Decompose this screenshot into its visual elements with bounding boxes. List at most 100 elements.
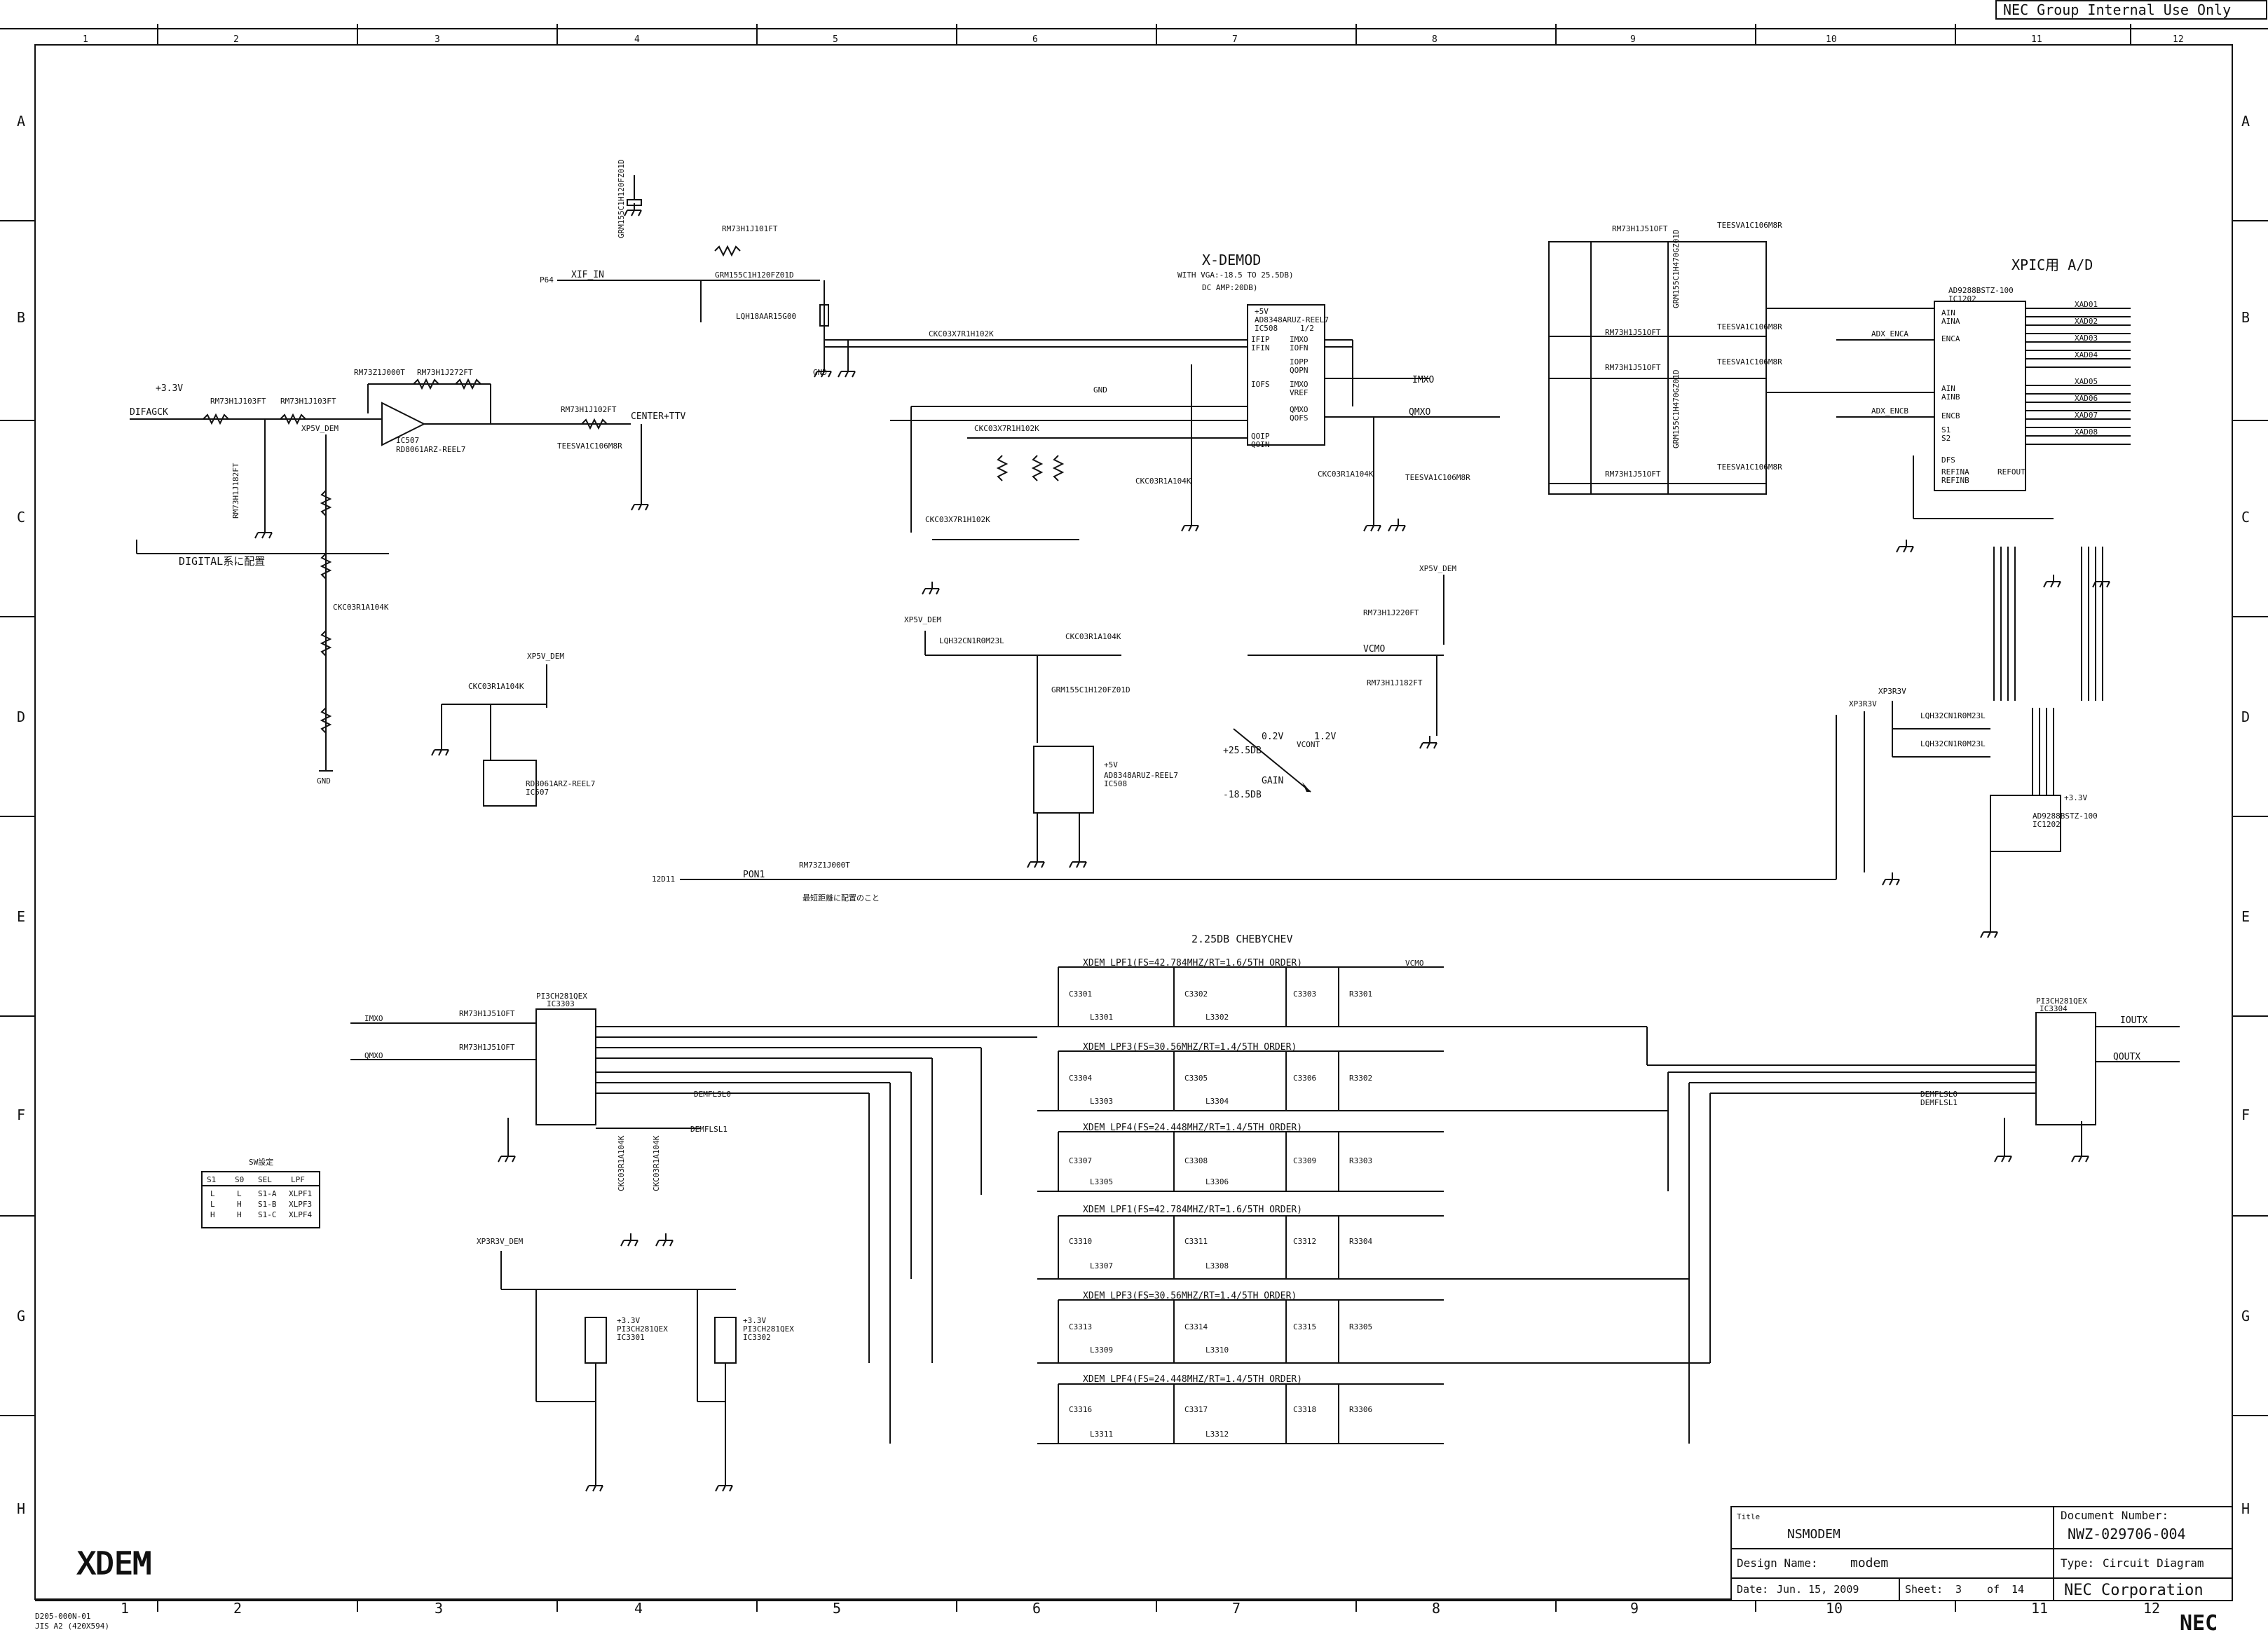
res-rs14: RM73H1J182FT — [231, 463, 240, 519]
digital-note: DIGITAL系に配置 — [179, 555, 265, 568]
pon1-prefix: 12D11 — [652, 875, 675, 884]
gain-max: +25.5DB — [1223, 746, 1262, 756]
grid-row-a-right: A — [2241, 113, 2250, 130]
ic3301-part: PI3CH281QEX — [617, 1324, 668, 1334]
grid-row-g-right: G — [2241, 1308, 2250, 1324]
ground-symbol — [838, 364, 856, 378]
ic3302-ref: IC3302 — [743, 1333, 771, 1342]
net-xad06: XAD06 — [2075, 394, 2098, 403]
tb-type-label: Type: — [2061, 1556, 2094, 1570]
ic3302-part: PI3CH281QEX — [743, 1324, 794, 1334]
grid-col-bottom-2: 2 — [233, 1600, 242, 1617]
ind-l3311: L3311 — [1090, 1430, 1113, 1439]
ground-symbol — [1994, 1149, 2012, 1163]
adc-ref: IC1202 — [1948, 294, 1976, 303]
xdemod-sub2: DC AMP:20DB) — [1202, 283, 1257, 292]
adc-pin-aina: AINA — [1941, 317, 1960, 326]
ground-symbol — [655, 1233, 674, 1247]
grid-row-h-right: H — [2241, 1500, 2250, 1517]
sw-r1-lpf: XLPF1 — [289, 1189, 312, 1198]
grid-row-d-right: D — [2241, 708, 2250, 725]
tb-sheet-value: 3 — [1955, 1583, 1962, 1596]
adc-pin-ainb: AINB — [1941, 392, 1960, 402]
mux-ic3303-ref: IC3303 — [547, 999, 575, 1008]
drawing-border — [34, 44, 2233, 1600]
filter-matrix: 2.25DB CHEBYCHEV XDEM LPF1(FS=42.784MHZ/… — [596, 933, 2036, 1444]
net-xad02: XAD02 — [2075, 317, 2098, 326]
ground-symbol — [1882, 872, 1900, 886]
adc-pin-refout: REFOUT — [1997, 467, 2026, 477]
grid-col-labels-top: 1 2 3 4 5 6 7 8 9 10 11 12 — [83, 34, 2184, 45]
title-block-frame — [1730, 1506, 2233, 1601]
gnd-1: GND — [317, 776, 331, 786]
res-r3305: R3305 — [1349, 1322, 1372, 1331]
lpf-row-2-title: XDEM LPF3(FS=30.56MHZ/RT=1.4/5TH ORDER) — [1083, 1042, 1297, 1053]
cap-c505: CKC03R1A104K — [333, 603, 389, 612]
grid-col-4: 4 — [634, 34, 640, 45]
grid-col-bottom-8: 8 — [1432, 1600, 1440, 1617]
net-demflsl1-b: DEMFLSL1 — [1920, 1098, 1958, 1107]
input-section: DIFAGCK +3.3V RM73H1J103FT RM73H1J103FT … — [130, 368, 631, 786]
sw-th-sel: SEL — [258, 1175, 272, 1184]
grid-row-h: H — [17, 1500, 25, 1517]
grid-col-bottom-3: 3 — [435, 1600, 443, 1617]
adc2-vcc: +3.3V — [2064, 793, 2087, 802]
ic-ad8348-ic508 — [1247, 304, 1325, 446]
pin-iopp: IOPP — [1290, 357, 1309, 367]
ground-symbol — [1419, 736, 1437, 749]
gain-vcont: VCONT — [1297, 740, 1320, 749]
net-qmxo-out: QMXO — [1409, 407, 1430, 418]
cap-c3314: C3314 — [1184, 1322, 1208, 1331]
rail-xp3r3v-b: XP3R3V — [1878, 687, 1906, 696]
tb-doc-value: NWZ-029706-004 — [2068, 1526, 2186, 1542]
cap-c564: TEESVA1C106M8R — [1717, 221, 1782, 230]
bottom-mux-section: XP3R3V_DEM +3.3V PI3CH281QEX IC3301 +3.3… — [477, 1237, 794, 1479]
tb-design-label: Design Name: — [1737, 1556, 1818, 1570]
pin-ifip: IFIP — [1251, 335, 1270, 344]
lpf1-vcmo: VCMO — [1405, 959, 1424, 968]
cap-c568: GRM155C1H470GZ01D — [1672, 229, 1681, 308]
gain-1v2: 1.2V — [1314, 732, 1336, 742]
sw-table-box — [201, 1171, 320, 1228]
port-xif-in-prefix: P64 — [540, 275, 554, 285]
rail-xp3r3v-dem: XP3R3V_DEM — [477, 1237, 524, 1246]
grid-row-f: F — [17, 1107, 25, 1123]
res-rs23: RM73H1J101FT — [722, 224, 778, 233]
ic507-section: XP5V_DEM CKC03R1A104K RD8061ARZ-REEL7 IC… — [441, 652, 595, 807]
grid-col-bottom-9: 9 — [1630, 1600, 1639, 1617]
rail-xp5v-dem-4: XP5V_DEM — [1419, 564, 1456, 573]
adc-pin-s2: S2 — [1941, 434, 1951, 443]
ground-symbol — [715, 1479, 733, 1492]
ic508-part: AD8348ARUZ-REEL7 — [1255, 315, 1329, 324]
net-xad04: XAD04 — [2075, 350, 2098, 359]
ground-symbol — [814, 364, 832, 378]
mux-in-qmxo: QMXO — [364, 1051, 383, 1060]
mux-ic3304-part: PI3CH281QEX — [2036, 996, 2087, 1006]
adc-pin-refina: REFINA — [1941, 467, 1969, 477]
adc2-ref: IC1202 — [2033, 820, 2061, 829]
sw-table: SW設定 S1 S0 SEL LPF L L S1-A XLPF1 L H S1… — [201, 1157, 320, 1228]
sw-th-s1: S1 — [207, 1175, 216, 1184]
res-rs13: RM73H1J51OFT — [1605, 363, 1661, 372]
tb-title-value: NSMODEM — [1787, 1527, 1840, 1542]
op-amp-part: RD8061ARZ-REEL7 — [396, 445, 465, 454]
grid-row-e-right: E — [2241, 908, 2250, 925]
ground-symbol — [631, 498, 649, 511]
sw-r2-s1: L — [210, 1200, 215, 1209]
nec-logo: NEC — [2180, 1611, 2218, 1634]
ic508b-part: AD8348ARUZ-REEL7 — [1104, 771, 1178, 780]
cap-c3301b: CKC03R1A104K — [617, 1135, 626, 1191]
pon1-section: 12D11 PON1 RM73Z1J000T 最短距離に配置のこと — [652, 715, 1837, 903]
lpf-row-1-title: XDEM LPF1(FS=42.784MHZ/RT=1.6/5TH ORDER) — [1083, 958, 1302, 968]
resistor-bank — [1993, 547, 2103, 806]
mux-right-section: PI3CH281QEX IC3304 IOUTX QOUTX DEMFLSL0 … — [1920, 996, 2180, 1149]
tb-title-label: Title — [1737, 1512, 1760, 1521]
grid-col-5: 5 — [833, 34, 838, 45]
ind-l501: LQH32CN1R0M23L — [939, 636, 1004, 645]
xdemod-title: X-DEMOD — [1202, 252, 1261, 268]
res-r3301: R3301 — [1349, 989, 1372, 999]
sw-r3-sel: S1-C — [258, 1210, 277, 1219]
cap-c3317: C3317 — [1184, 1405, 1208, 1414]
lpf-row-5-title: XDEM LPF3(FS=30.56MHZ/RT=1.4/5TH ORDER) — [1083, 1291, 1297, 1301]
tb-date-value: Jun. 15, 2009 — [1777, 1583, 1859, 1596]
